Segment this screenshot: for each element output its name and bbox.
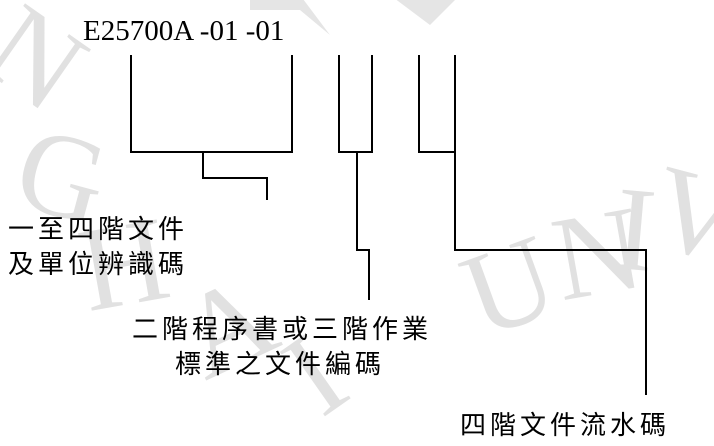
connector-level4: [454, 152, 647, 395]
label-level23-line1: 二階程序書或三階作業: [132, 315, 432, 345]
connector-level14: [202, 152, 268, 200]
label-level14-line2: 及單位辨識碼: [8, 250, 188, 280]
connector-level23: [356, 152, 370, 300]
bracket-level23: [338, 55, 373, 153]
label-level14-line1: 一至四階文件: [8, 215, 188, 245]
label-level4: 四階文件流水碼: [460, 411, 670, 441]
connector-lines: [130, 55, 647, 395]
label-level23-line2: 標準之文件編碼: [175, 350, 385, 380]
watermark-top-shape: [250, 0, 455, 35]
document-code: E25700A -01 -01: [83, 15, 284, 47]
bracket-level4: [418, 55, 456, 153]
bracket-level14: [130, 55, 293, 153]
